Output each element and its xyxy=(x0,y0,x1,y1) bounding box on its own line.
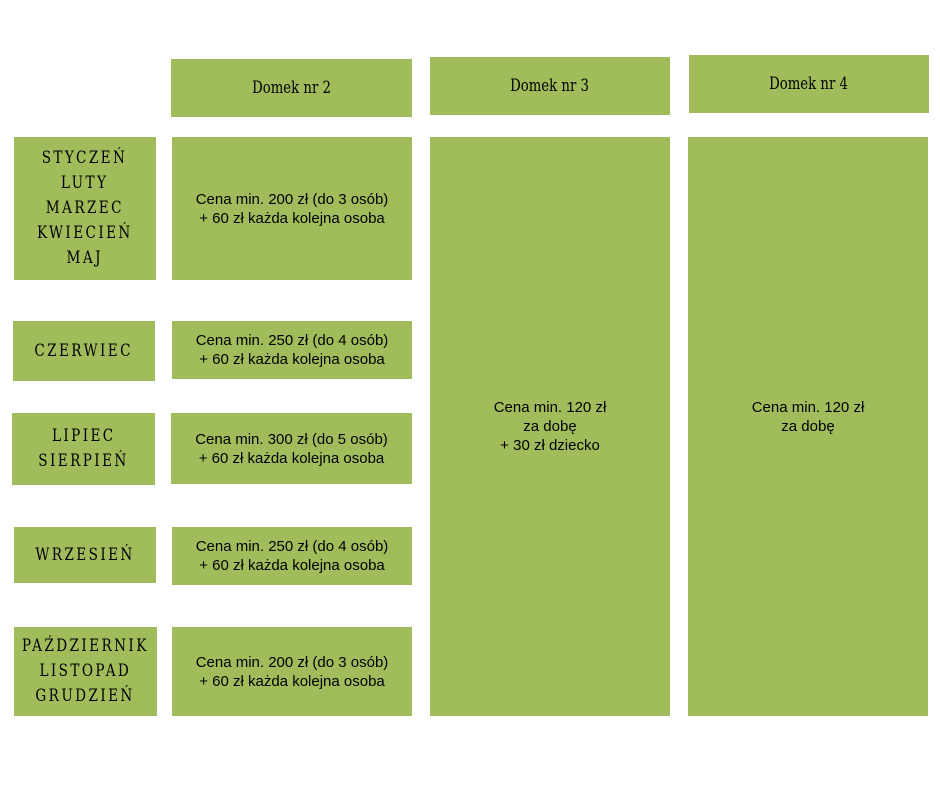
month-label: WRZESIEŃ xyxy=(35,544,135,565)
header-domek-2: Domek nr 2 xyxy=(171,59,412,117)
period-cell-july-august: LIPIEC SIERPIEŃ xyxy=(12,413,155,485)
month-label: CZERWIEC xyxy=(34,340,134,361)
price-text: Cena min. 120 zł xyxy=(751,399,865,416)
price-text: Cena min. 300 zł (do 5 osób) xyxy=(195,430,388,448)
month-label: LIPIEC xyxy=(51,426,116,446)
price-cell-domek-2: Cena min. 250 zł (do 4 osób) + 60 zł każ… xyxy=(172,321,412,379)
price-extra-text: + 30 zł dziecko xyxy=(500,437,600,454)
price-text: Cena min. 250 zł (do 4 osób) xyxy=(195,332,389,349)
price-extra-text: + 60 zł każda kolejna osoba xyxy=(199,557,385,574)
price-text: Cena min. 200 zł (do 3 osób) xyxy=(195,653,389,671)
month-label: MAJ xyxy=(66,248,104,268)
period-cell-june: CZERWIEC xyxy=(13,321,155,381)
header-domek-4: Domek nr 4 xyxy=(689,55,929,113)
price-cell-domek-4: Cena min. 120 zł za dobę xyxy=(688,137,928,716)
month-label: LUTY xyxy=(61,173,109,193)
price-cell-domek-2: Cena min. 250 zł (do 4 osób) + 60 zł każ… xyxy=(172,527,412,585)
price-extra-text: + 60 zł każda kolejna osoba xyxy=(198,449,385,467)
header-domek-3: Domek nr 3 xyxy=(430,57,670,115)
price-cell-domek-2: Cena min. 300 zł (do 5 osób) + 60 zł każ… xyxy=(171,413,412,484)
price-unit-text: za dobę xyxy=(523,418,577,435)
month-label: KWIECIEŃ xyxy=(37,223,133,243)
month-label: PAŹDZIERNIK xyxy=(22,636,149,656)
price-cell-domek-3: Cena min. 120 zł za dobę + 30 zł dziecko xyxy=(430,137,670,716)
month-label: MARZEC xyxy=(45,198,125,218)
price-extra-text: + 60 zł każda kolejna osoba xyxy=(199,209,385,227)
month-label: STYCZEŃ xyxy=(42,148,128,168)
period-cell-september: WRZESIEŃ xyxy=(14,527,156,583)
month-label: SIERPIEŃ xyxy=(38,451,129,471)
month-label: GRUDZIEŃ xyxy=(35,686,136,706)
price-extra-text: + 60 zł każda kolejna osoba xyxy=(199,351,385,368)
price-text: Cena min. 250 zł (do 4 osób) xyxy=(195,538,389,555)
header-domek-3-label: Domek nr 3 xyxy=(510,76,590,96)
price-extra-text: + 60 zł każda kolejna osoba xyxy=(199,672,385,690)
price-cell-domek-2: Cena min. 200 zł (do 3 osób) + 60 zł każ… xyxy=(172,137,412,280)
price-text: Cena min. 120 zł xyxy=(493,399,607,416)
price-unit-text: za dobę xyxy=(781,418,835,435)
price-text: Cena min. 200 zł (do 3 osób) xyxy=(195,190,389,208)
header-domek-4-label: Domek nr 4 xyxy=(769,74,849,94)
month-label: LISTOPAD xyxy=(39,661,132,681)
period-cell-winter-spring: STYCZEŃ LUTY MARZEC KWIECIEŃ MAJ xyxy=(14,137,156,280)
price-cell-domek-2: Cena min. 200 zł (do 3 osób) + 60 zł każ… xyxy=(172,627,412,716)
header-domek-2-label: Domek nr 2 xyxy=(252,78,331,98)
period-cell-autumn: PAŹDZIERNIK LISTOPAD GRUDZIEŃ xyxy=(14,627,157,716)
